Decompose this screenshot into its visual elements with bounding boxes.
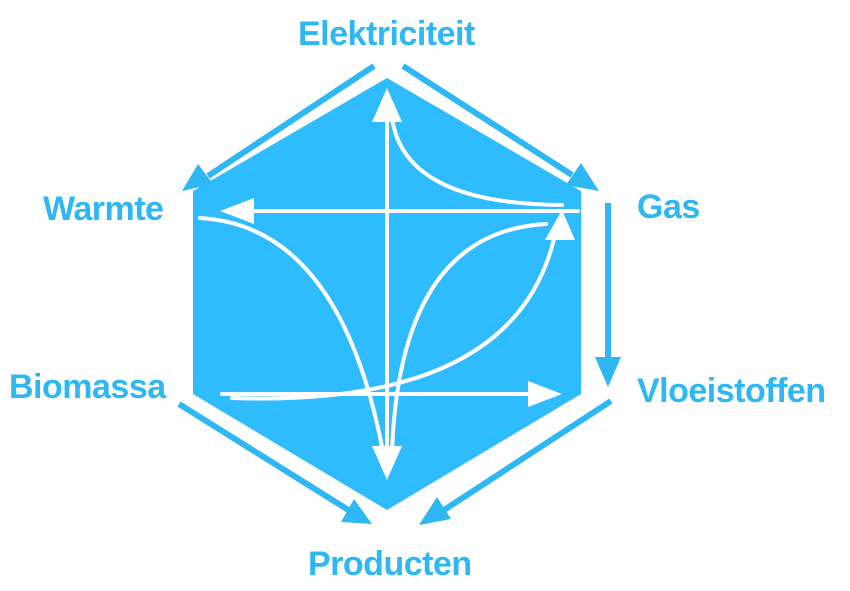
node-warmte: Warmte [43, 190, 164, 228]
flow-warmte-producten-curve [198, 216, 385, 454]
node-producten: Producten [308, 545, 472, 583]
flow-elektriciteit-gas-curve [390, 116, 564, 207]
inner-flows [198, 114, 580, 454]
node-elektriciteit: Elektriciteit [298, 15, 475, 53]
node-vloeistoffen: Vloeistoffen [637, 372, 826, 410]
arrowhead-down [372, 446, 402, 480]
arrow-gas-to-vloeistoffen [595, 203, 621, 387]
arrow-biomassa-to-producten [177, 401, 372, 524]
inner-arrowheads [220, 88, 575, 480]
outer-arrows [177, 63, 621, 525]
arrow-elektriciteit-to-gas [401, 63, 599, 191]
flow-producten-gas-curve [390, 222, 548, 454]
arrow-vloeistoffen-to-producten [419, 398, 613, 525]
flow-biomassa-gas-curve [230, 228, 558, 401]
arrowhead-right [528, 381, 562, 407]
arrow-elektriciteit-to-warmte [182, 63, 376, 191]
arrowhead-up [372, 88, 402, 122]
arrowhead-gas [545, 210, 575, 240]
node-biomassa: Biomassa [9, 368, 166, 406]
arrowhead-left [220, 198, 254, 224]
node-gas: Gas [637, 188, 700, 226]
